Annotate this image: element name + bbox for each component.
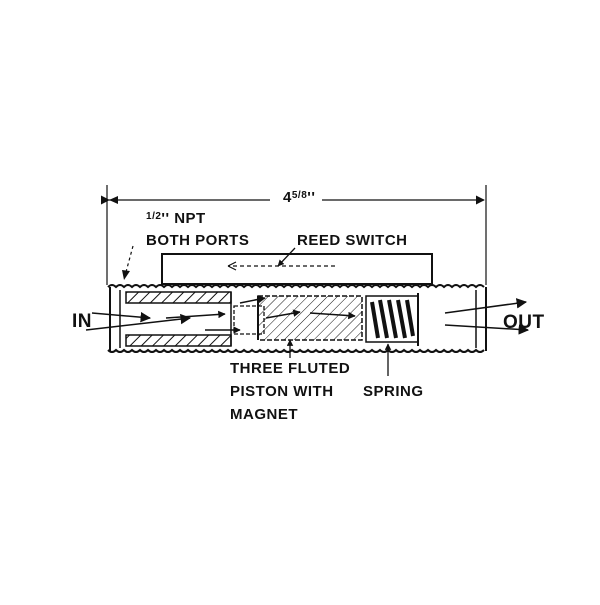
spring-label: SPRING xyxy=(363,383,424,400)
piston-label-line-1: THREE FLUTED xyxy=(230,360,351,377)
inlet-label: IN xyxy=(72,311,92,332)
piston-label-line-2: PISTON WITH xyxy=(230,383,334,400)
reed-switch-label: REED SWITCH xyxy=(297,232,408,249)
npt-size-label: 1/2'' NPT xyxy=(146,210,206,227)
outlet-label: OUT xyxy=(503,312,545,333)
inlet-walls xyxy=(125,291,232,347)
reed-switch-housing xyxy=(161,253,433,285)
three-fluted-piston xyxy=(233,295,363,341)
both-ports-label: BOTH PORTS xyxy=(146,232,250,249)
leader-lines xyxy=(122,245,392,376)
overall-length-label: 45/8'' xyxy=(280,190,319,205)
piston-label-line-3: MAGNET xyxy=(230,406,298,423)
dimension-line xyxy=(100,185,487,285)
spring xyxy=(365,293,419,346)
flow-arrows xyxy=(85,295,530,335)
